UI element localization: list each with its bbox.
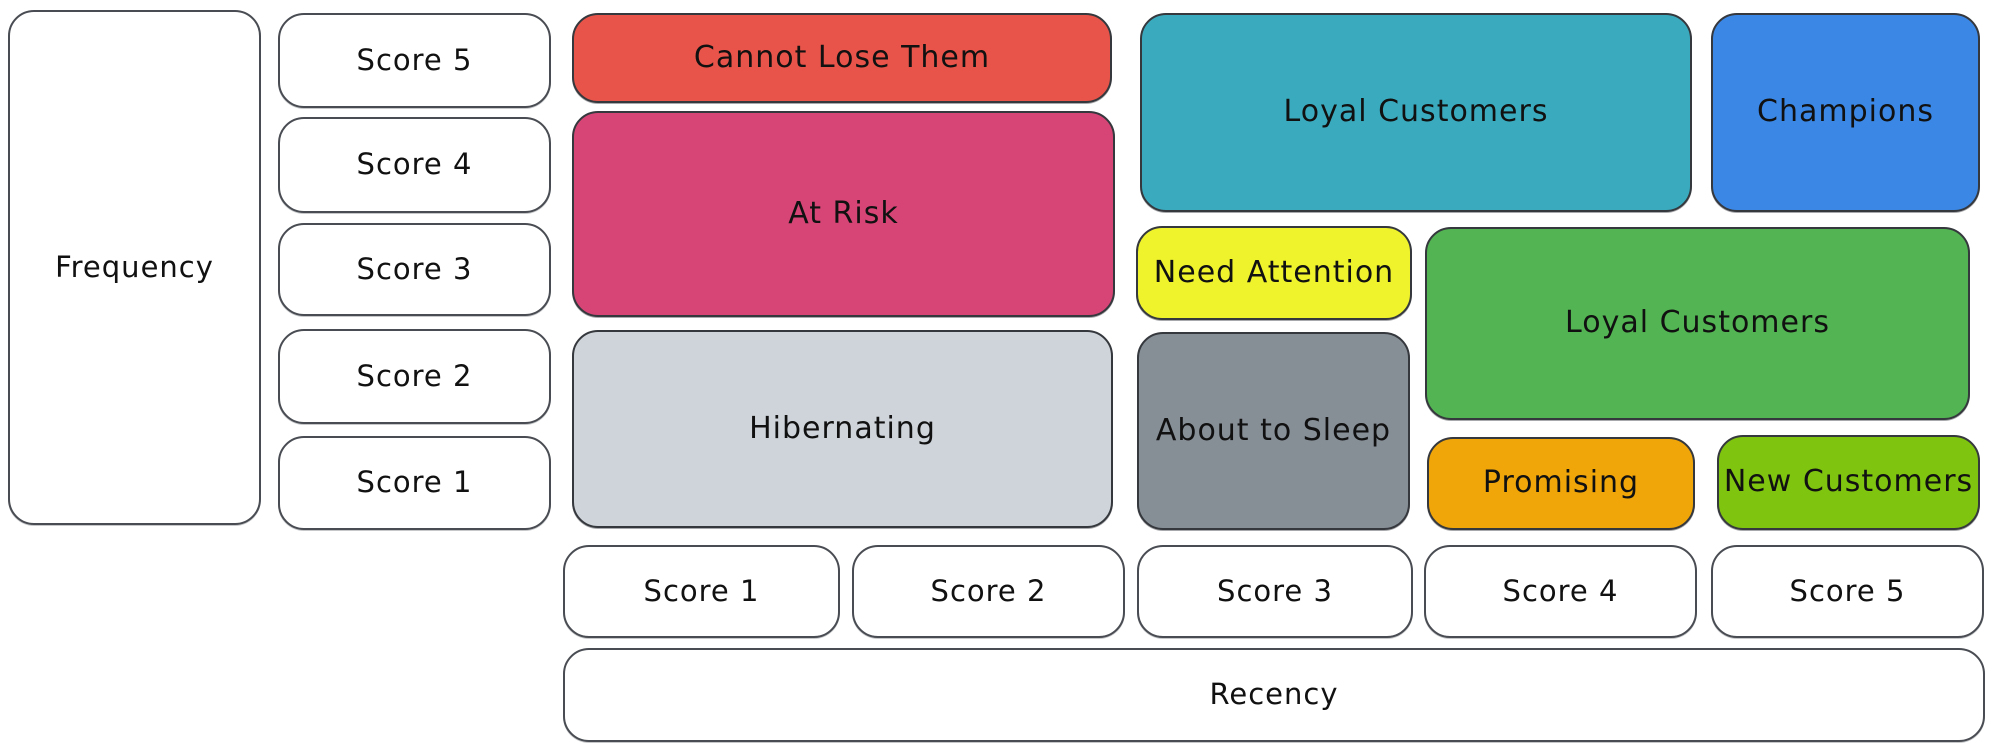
- segment-loyal-customers-top-label: Loyal Customers: [1283, 94, 1549, 130]
- segment-about-to-sleep-label: About to Sleep: [1155, 412, 1392, 448]
- segment-at-risk: At Risk: [572, 111, 1115, 317]
- segment-loyal-customers-mid-label: Loyal Customers: [1565, 305, 1830, 341]
- recency-score-3-label: Score 3: [1217, 573, 1333, 608]
- segment-need-attention-label: Need Attention: [1153, 254, 1395, 290]
- segment-loyal-customers-mid: Loyal Customers: [1425, 227, 1970, 420]
- recency-score-2-box: Score 2: [852, 545, 1125, 638]
- segment-at-risk-label: At Risk: [788, 195, 899, 231]
- recency-score-5-label: Score 5: [1789, 573, 1906, 608]
- recency-score-2-label: Score 2: [930, 573, 1047, 608]
- segment-need-attention: Need Attention: [1136, 226, 1412, 320]
- segment-new-customers-label: New Customers: [1723, 464, 1974, 500]
- recency-axis-box: Recency: [563, 648, 1985, 742]
- recency-axis-label: Recency: [1209, 677, 1339, 712]
- frequency-score-1-box: Score 1: [278, 436, 551, 530]
- segment-hibernating-label: Hibernating: [749, 410, 936, 446]
- frequency-axis-box: Frequency: [8, 10, 261, 525]
- segment-hibernating: Hibernating: [572, 330, 1113, 528]
- frequency-score-4-box: Score 4: [278, 117, 551, 213]
- recency-score-1-label: Score 1: [643, 573, 760, 608]
- segment-loyal-customers-top: Loyal Customers: [1140, 13, 1692, 212]
- segment-new-customers: New Customers: [1717, 435, 1980, 530]
- segment-promising: Promising: [1427, 437, 1695, 530]
- frequency-score-3-label: Score 3: [356, 251, 473, 286]
- recency-score-3-box: Score 3: [1137, 545, 1413, 638]
- recency-score-4-label: Score 4: [1502, 573, 1619, 608]
- frequency-score-5-box: Score 5: [278, 13, 551, 108]
- segment-champions: Champions: [1711, 13, 1980, 212]
- recency-score-4-box: Score 4: [1424, 545, 1697, 638]
- segment-champions-label: Champions: [1757, 94, 1934, 130]
- recency-score-1-box: Score 1: [563, 545, 840, 638]
- recency-score-5-box: Score 5: [1711, 545, 1984, 638]
- frequency-axis-label: Frequency: [55, 249, 214, 284]
- frequency-score-4-label: Score 4: [356, 147, 473, 182]
- segment-cannot-lose-them-label: Cannot Lose Them: [693, 39, 991, 75]
- frequency-score-3-box: Score 3: [278, 223, 551, 316]
- frequency-score-2-box: Score 2: [278, 329, 551, 424]
- segment-about-to-sleep: About to Sleep: [1137, 332, 1410, 530]
- segment-cannot-lose-them: Cannot Lose Them: [572, 13, 1112, 103]
- frequency-score-1-label: Score 1: [356, 465, 473, 500]
- frequency-score-5-label: Score 5: [356, 42, 473, 77]
- frequency-score-2-label: Score 2: [356, 358, 473, 393]
- segment-promising-label: Promising: [1482, 465, 1640, 501]
